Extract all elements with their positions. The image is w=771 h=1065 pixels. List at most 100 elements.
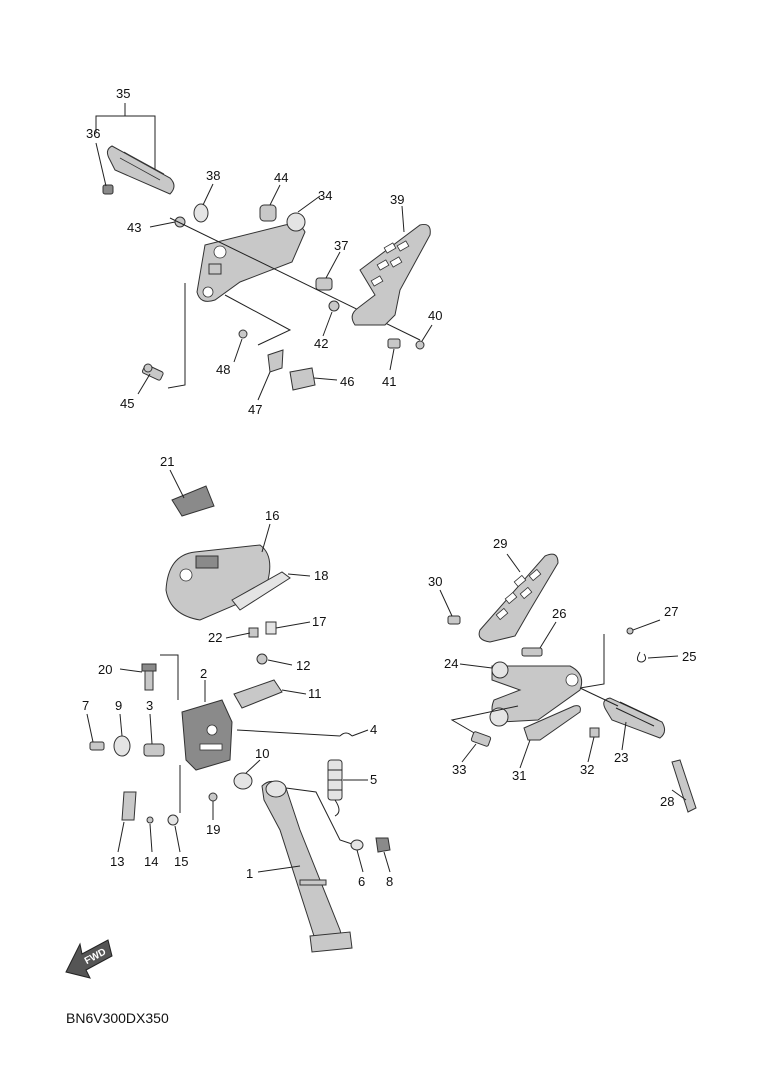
callout-24: 24 — [444, 656, 458, 671]
callout-10: 10 — [255, 746, 269, 761]
callout-13: 13 — [110, 854, 124, 869]
switch-21 — [171, 485, 215, 517]
arm-11 — [233, 679, 283, 709]
routing-line-48 — [224, 294, 292, 346]
routing-line-20 — [160, 654, 179, 700]
callout-12: 12 — [296, 658, 310, 673]
routing-line-1 — [285, 787, 356, 846]
callout-7: 7 — [82, 698, 89, 713]
callout-21: 21 — [160, 454, 174, 469]
spring-5 — [327, 759, 343, 817]
callout-34: 34 — [318, 188, 332, 203]
rider-footrest-assembly — [95, 103, 433, 401]
screw-48 — [238, 329, 248, 339]
callout-36: 36 — [86, 126, 100, 141]
bracket-2 — [181, 699, 233, 771]
tag-22 — [248, 627, 259, 638]
bolt-12 — [256, 653, 268, 665]
callout-41: 41 — [382, 374, 396, 389]
callout-28: 28 — [660, 794, 674, 809]
plate-31 — [523, 705, 581, 741]
collar-10 — [233, 772, 253, 790]
footpeg-23 — [603, 697, 666, 739]
routing-line-45 — [167, 283, 186, 389]
callout-48: 48 — [216, 362, 230, 377]
sidestand-assembly — [86, 469, 391, 953]
callout-1: 1 — [246, 866, 253, 881]
callout-4: 4 — [370, 722, 377, 737]
washer-6 — [350, 839, 364, 851]
bolt-32 — [589, 727, 600, 738]
callout-30: 30 — [428, 574, 442, 589]
cover-16 — [165, 544, 271, 621]
washer-15 — [167, 814, 179, 826]
collar-44 — [259, 204, 277, 222]
clip-25 — [636, 651, 647, 663]
callout-33: 33 — [452, 762, 466, 777]
tag-17 — [265, 621, 277, 635]
callout-22: 22 — [208, 630, 222, 645]
diagram-code: BN6V300DX350 — [66, 1010, 169, 1026]
callout-31: 31 — [512, 768, 526, 783]
callout-40: 40 — [428, 308, 442, 323]
strap-18 — [231, 571, 291, 611]
routing-line-33 — [450, 705, 519, 735]
callout-39: 39 — [390, 192, 404, 207]
callout-5: 5 — [370, 772, 377, 787]
pin-28 — [671, 759, 697, 813]
callout-26: 26 — [552, 606, 566, 621]
callout-20: 20 — [98, 662, 112, 677]
callout-17: 17 — [312, 614, 326, 629]
washer-42 — [328, 300, 340, 312]
bolt-20 — [141, 663, 157, 691]
bracket-13 — [121, 791, 137, 821]
callout-6: 6 — [358, 874, 365, 889]
callout-35: 35 — [116, 86, 130, 101]
callout-27: 27 — [664, 604, 678, 619]
callout-43: 43 — [127, 220, 141, 235]
callout-3: 3 — [146, 698, 153, 713]
callout-15: 15 — [174, 854, 188, 869]
callout-14: 14 — [144, 854, 158, 869]
bolt-7 — [89, 741, 105, 751]
callout-42: 42 — [314, 336, 328, 351]
callout-8: 8 — [386, 874, 393, 889]
fwd-arrow-icon: FWD — [65, 939, 113, 979]
nut-19 — [208, 792, 218, 802]
callout-32: 32 — [580, 762, 594, 777]
washer-9 — [113, 735, 131, 757]
pedal-29 — [478, 553, 559, 643]
nut-8 — [375, 837, 391, 853]
pivot-bolt-3 — [143, 743, 165, 757]
bolt-45 — [141, 363, 164, 381]
bolt-41 — [387, 338, 401, 349]
screw-14 — [146, 816, 154, 824]
spring-hook-4 — [339, 732, 353, 737]
callout-2: 2 — [200, 666, 207, 681]
callout-23: 23 — [614, 750, 628, 765]
callout-25: 25 — [682, 649, 696, 664]
bolt-26 — [521, 647, 543, 657]
callout-44: 44 — [274, 170, 288, 185]
callout-29: 29 — [493, 536, 507, 551]
callout-47: 47 — [248, 402, 262, 417]
routing-line-27 — [579, 634, 605, 689]
clamp-46 — [289, 367, 316, 391]
washer-43 — [174, 216, 186, 228]
bolt-37 — [315, 277, 333, 291]
callout-46: 46 — [340, 374, 354, 389]
callout-37: 37 — [334, 238, 348, 253]
bolt-33 — [470, 731, 492, 747]
pedal-39 — [351, 224, 431, 326]
o-ring — [193, 203, 209, 223]
callout-16: 16 — [265, 508, 279, 523]
clip-27 — [626, 627, 634, 635]
callout-19: 19 — [206, 822, 220, 837]
footpeg-rubber — [102, 145, 175, 195]
pin-40 — [415, 340, 425, 350]
passenger-footrest-assembly — [439, 553, 697, 813]
bolt-30 — [447, 615, 461, 625]
callout-labels: 35 36 38 44 34 39 43 37 40 42 48 46 41 4… — [82, 86, 696, 889]
callout-18: 18 — [314, 568, 328, 583]
